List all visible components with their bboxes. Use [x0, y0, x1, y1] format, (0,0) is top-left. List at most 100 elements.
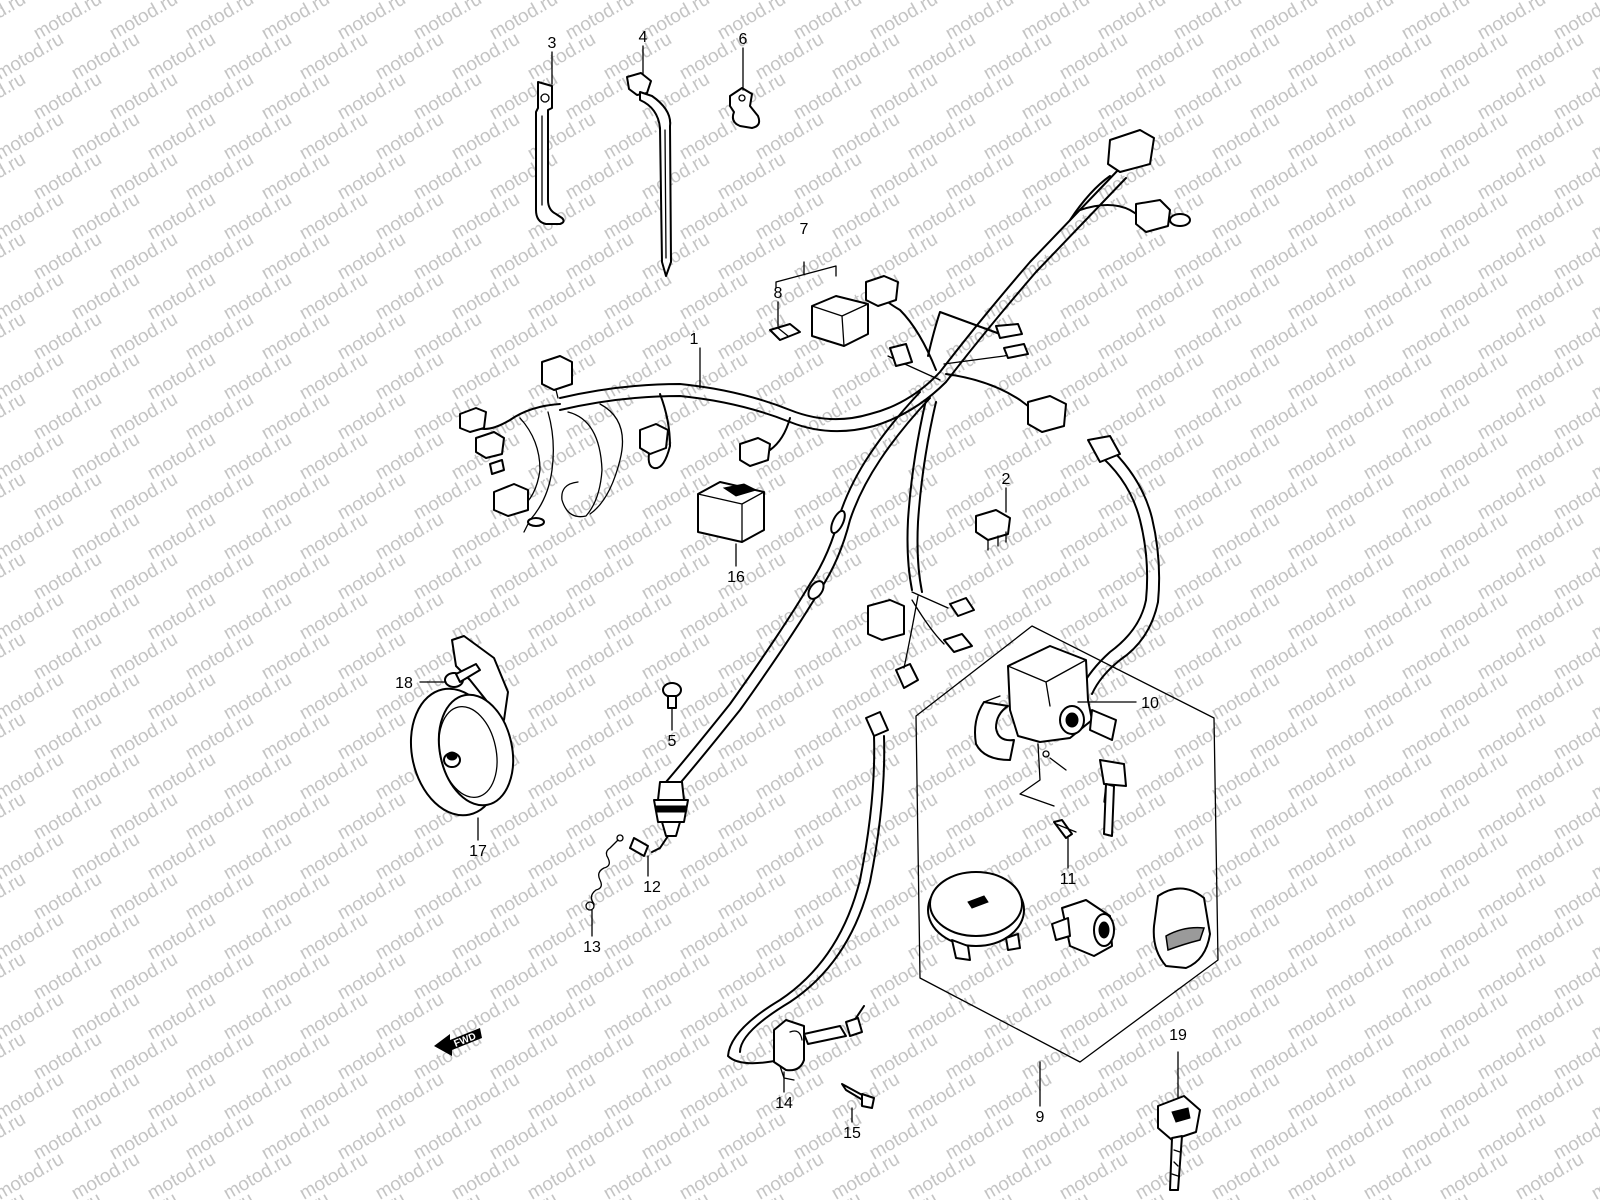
watermark-text: motod.ru — [524, 669, 599, 725]
watermark-text: motod.ru — [1208, 189, 1283, 245]
watermark-text: motod.ru — [182, 869, 257, 925]
watermark-text: motod.ru — [296, 589, 371, 645]
watermark-text: motod.ru — [334, 229, 409, 285]
watermark-text: motod.ru — [182, 1109, 257, 1165]
callout-labels: 1 2 3 4 5 6 7 8 9 10 11 12 13 14 15 16 1… — [395, 29, 1187, 1142]
watermark-text: motod.ru — [980, 429, 1055, 485]
watermark-text: motod.ru — [30, 709, 105, 765]
watermark-text: motod.ru — [790, 789, 865, 845]
watermark-text: motod.ru — [68, 29, 143, 85]
watermark-text: motod.ru — [448, 29, 523, 85]
watermark-text: motod.ru — [144, 429, 219, 485]
watermark-text: motod.ru — [1360, 109, 1435, 165]
watermark-text: motod.ru — [182, 709, 257, 765]
watermark-text: motod.ru — [1132, 29, 1207, 85]
watermark-text: motod.ru — [1322, 789, 1397, 845]
watermark-text: motod.ru — [1132, 269, 1207, 325]
watermark-text: motod.ru — [866, 469, 941, 525]
watermark-text: motod.ru — [334, 709, 409, 765]
watermark-text: motod.ru — [1512, 349, 1587, 405]
watermark-text: motod.ru — [1360, 509, 1435, 565]
watermark-text: motod.ru — [942, 149, 1017, 205]
watermark-text: motod.ru — [676, 269, 751, 325]
watermark-text: motod.ru — [524, 429, 599, 485]
watermark-text: motod.ru — [1246, 149, 1321, 205]
watermark-text: motod.ru — [144, 909, 219, 965]
callout-15: 15 — [843, 1125, 861, 1142]
watermark-text: motod.ru — [524, 269, 599, 325]
watermark-text: motod.ru — [258, 69, 333, 125]
watermark-text: motod.ru — [68, 909, 143, 965]
watermark-text: motod.ru — [1436, 829, 1511, 885]
watermark-text: motod.ru — [1360, 989, 1435, 1045]
watermark-text: motod.ru — [1474, 1029, 1549, 1085]
watermark-text: motod.ru — [30, 309, 105, 365]
watermark-text: motod.ru — [0, 149, 29, 205]
watermark-text: motod.ru — [752, 829, 827, 885]
watermark-text: motod.ru — [828, 29, 903, 85]
watermark-text: motod.ru — [144, 189, 219, 245]
watermark-text: motod.ru — [1018, 1109, 1093, 1165]
watermark-text: motod.ru — [182, 69, 257, 125]
watermark-text: motod.ru — [182, 629, 257, 685]
watermark-text: motod.ru — [1094, 69, 1169, 125]
watermark-text: motod.ru — [220, 989, 295, 1045]
watermark-text: motod.ru — [638, 949, 713, 1005]
watermark-text: motod.ru — [106, 69, 181, 125]
watermark-text: motod.ru — [334, 1189, 409, 1200]
watermark-text: motod.ru — [0, 789, 29, 845]
watermark-text: motod.ru — [258, 309, 333, 365]
watermark-text: motod.ru — [1398, 629, 1473, 685]
part-17-horn — [409, 635, 515, 817]
watermark-text: motod.ru — [1588, 1069, 1600, 1125]
watermark-text: motod.ru — [296, 509, 371, 565]
watermark-text: motod.ru — [524, 29, 599, 85]
watermark-text: motod.ru — [904, 989, 979, 1045]
watermark-text: motod.ru — [1018, 949, 1093, 1005]
watermark-text: motod.ru — [372, 589, 447, 645]
watermark-text: motod.ru — [1132, 349, 1207, 405]
bracket-7 — [775, 261, 837, 289]
watermark-text: motod.ru — [372, 29, 447, 85]
callout-6: 6 — [739, 31, 748, 48]
watermark-text: motod.ru — [1246, 949, 1321, 1005]
watermark-text: motod.ru — [182, 949, 257, 1005]
watermark-text: motod.ru — [486, 229, 561, 285]
watermark-text: motod.ru — [1436, 189, 1511, 245]
watermark-text: motod.ru — [144, 589, 219, 645]
watermark-text: motod.ru — [144, 669, 219, 725]
watermark-text: motod.ru — [752, 1149, 827, 1200]
watermark-text: motod.ru — [1474, 229, 1549, 285]
watermark-text: motod.ru — [410, 229, 485, 285]
watermark-text: motod.ru — [258, 149, 333, 205]
watermark-text: motod.ru — [1322, 149, 1397, 205]
part-11-screw — [1053, 819, 1077, 839]
watermark-text: motod.ru — [1284, 1069, 1359, 1125]
watermark-text: motod.ru — [1360, 349, 1435, 405]
watermark-text: motod.ru — [106, 1189, 181, 1200]
watermark-text: motod.ru — [942, 549, 1017, 605]
watermark-text: motod.ru — [1132, 749, 1207, 805]
watermark-text: motod.ru — [410, 1189, 485, 1200]
watermark-text: motod.ru — [1474, 149, 1549, 205]
watermark-text: motod.ru — [106, 709, 181, 765]
watermark-text: motod.ru — [0, 309, 29, 365]
watermark-text: motod.ru — [258, 389, 333, 445]
watermark-text: motod.ru — [258, 789, 333, 845]
watermark-text: motod.ru — [1588, 349, 1600, 405]
part-5-clip — [662, 682, 682, 709]
watermark-text: motod.ru — [144, 1149, 219, 1200]
watermark-text: motod.ru — [790, 949, 865, 1005]
watermark-text: motod.ru — [486, 949, 561, 1005]
watermark-text: motod.ru — [562, 709, 637, 765]
watermark-text: motod.ru — [562, 549, 637, 605]
watermark-text: motod.ru — [68, 749, 143, 805]
callout-14: 14 — [775, 1095, 793, 1112]
watermark-text: motod.ru — [942, 69, 1017, 125]
watermark-text: motod.ru — [220, 29, 295, 85]
watermark-text: motod.ru — [1512, 669, 1587, 725]
watermark-text: motod.ru — [68, 1069, 143, 1125]
watermark-text: motod.ru — [714, 869, 789, 925]
watermark-text: motod.ru — [372, 1069, 447, 1125]
